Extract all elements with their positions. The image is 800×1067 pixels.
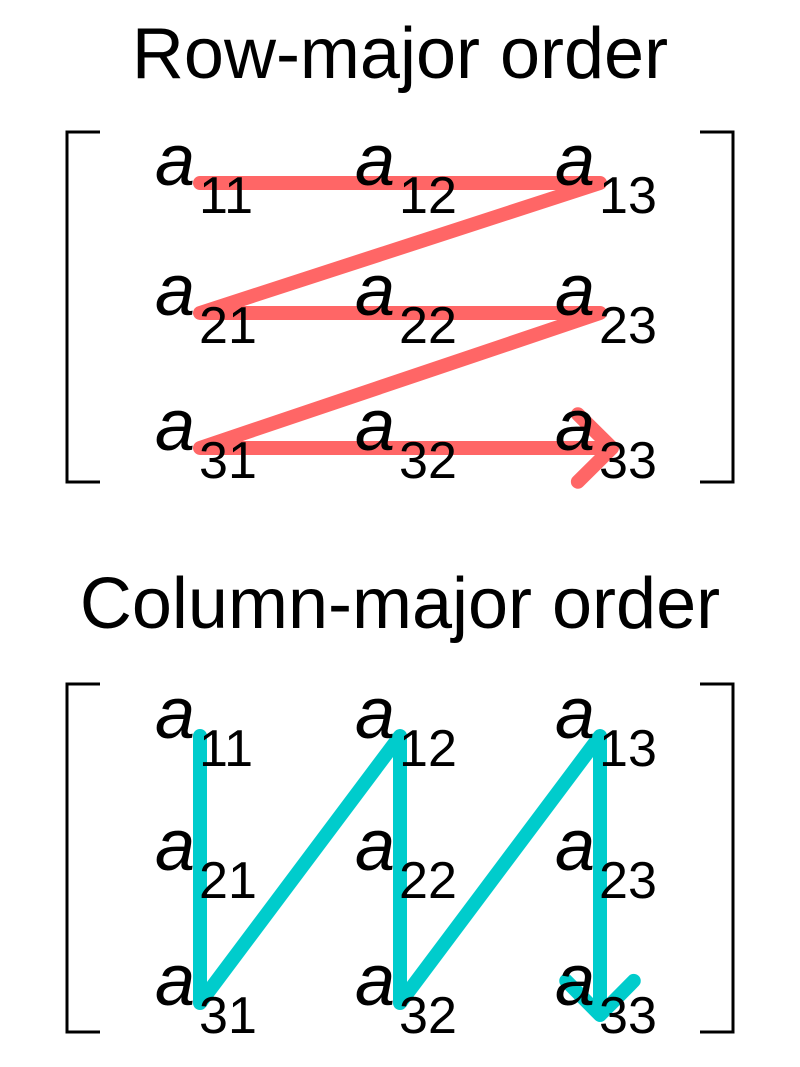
matrix-element-23: a23 bbox=[555, 806, 657, 910]
element-variable: a bbox=[555, 251, 595, 331]
matrix-element-13: a13 bbox=[555, 121, 657, 225]
left-bracket bbox=[65, 682, 100, 1034]
element-subscript: 21 bbox=[199, 852, 257, 910]
matrix-element-11: a11 bbox=[155, 121, 253, 225]
element-subscript: 13 bbox=[599, 720, 657, 778]
element-variable: a bbox=[355, 941, 395, 1021]
element-variable: a bbox=[155, 251, 195, 331]
matrix-element-22: a22 bbox=[355, 251, 457, 355]
row-major-traversal-arrow bbox=[193, 176, 619, 489]
element-subscript: 32 bbox=[399, 987, 457, 1045]
element-variable: a bbox=[555, 674, 595, 754]
element-variable: a bbox=[555, 941, 595, 1021]
matrix-element-31: a31 bbox=[155, 941, 257, 1045]
matrix-element-31: a31 bbox=[155, 386, 257, 490]
element-subscript: 13 bbox=[599, 167, 657, 225]
arrowhead bbox=[559, 973, 641, 1022]
element-variable: a bbox=[355, 121, 395, 201]
element-subscript: 12 bbox=[399, 720, 457, 778]
element-variable: a bbox=[155, 941, 195, 1021]
element-subscript: 23 bbox=[599, 852, 657, 910]
traversal-path bbox=[193, 729, 607, 1010]
matrix-element-13: a13 bbox=[555, 674, 657, 778]
element-variable: a bbox=[155, 674, 195, 754]
element-variable: a bbox=[155, 806, 195, 886]
matrix-element-21: a21 bbox=[155, 251, 257, 355]
element-variable: a bbox=[355, 386, 395, 466]
matrix-element-21: a21 bbox=[155, 806, 257, 910]
element-subscript: 11 bbox=[199, 720, 253, 778]
element-variable: a bbox=[555, 121, 595, 201]
traversal-path bbox=[193, 176, 607, 455]
element-variable: a bbox=[555, 806, 595, 886]
element-subscript: 22 bbox=[399, 852, 457, 910]
column-major-title: Column-major order bbox=[79, 564, 721, 644]
element-subscript: 21 bbox=[199, 297, 257, 355]
element-subscript: 12 bbox=[399, 167, 457, 225]
element-subscript: 11 bbox=[199, 167, 253, 225]
element-variable: a bbox=[355, 674, 395, 754]
row-major-title: Row-major order bbox=[131, 14, 669, 94]
element-subscript: 31 bbox=[199, 987, 257, 1045]
element-subscript: 33 bbox=[599, 987, 657, 1045]
element-variable: a bbox=[355, 251, 395, 331]
element-subscript: 23 bbox=[599, 297, 657, 355]
element-subscript: 22 bbox=[399, 297, 457, 355]
matrix-element-23: a23 bbox=[555, 251, 657, 355]
element-variable: a bbox=[355, 806, 395, 886]
arrowhead bbox=[570, 407, 619, 489]
element-variable: a bbox=[155, 121, 195, 201]
matrix-element-12: a12 bbox=[355, 674, 457, 778]
right-bracket bbox=[700, 130, 735, 484]
element-variable: a bbox=[155, 386, 195, 466]
matrix-element-11: a11 bbox=[155, 674, 253, 778]
matrix-element-33: a33 bbox=[555, 941, 657, 1045]
column-major-traversal-arrow bbox=[193, 729, 641, 1022]
element-subscript: 33 bbox=[599, 432, 657, 490]
matrix-element-32: a32 bbox=[355, 386, 457, 490]
element-subscript: 31 bbox=[199, 432, 257, 490]
matrix-element-32: a32 bbox=[355, 941, 457, 1045]
right-bracket bbox=[700, 682, 735, 1034]
left-bracket bbox=[65, 130, 100, 484]
matrix-element-22: a22 bbox=[355, 806, 457, 910]
element-subscript: 32 bbox=[399, 432, 457, 490]
element-variable: a bbox=[555, 386, 595, 466]
matrix-element-12: a12 bbox=[355, 121, 457, 225]
matrix-element-33: a33 bbox=[555, 386, 657, 490]
